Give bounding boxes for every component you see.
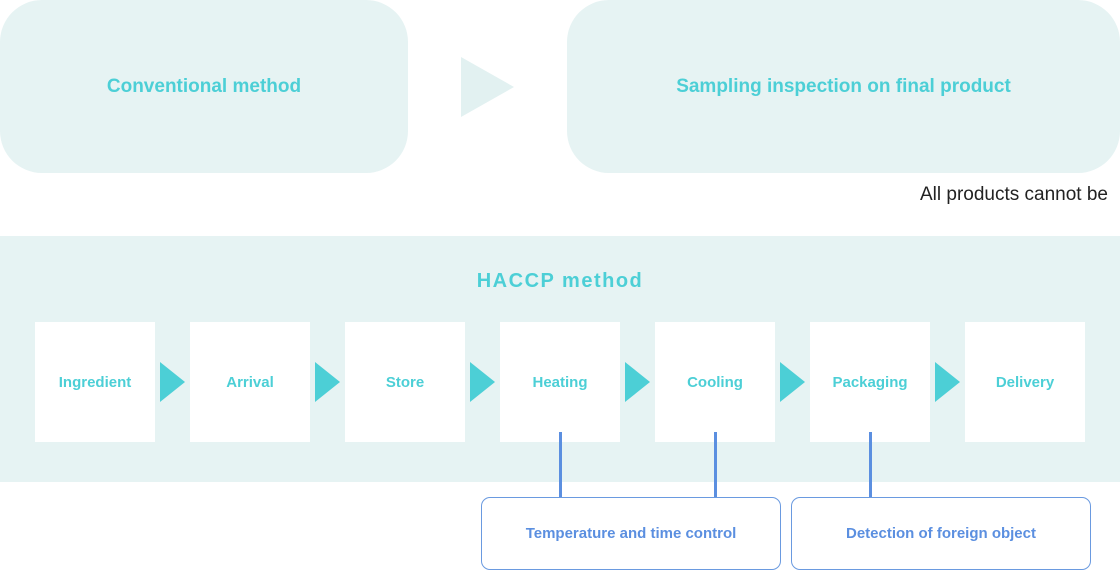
conventional-method-label: Conventional method <box>106 75 302 97</box>
step-label: Arrival <box>226 373 274 391</box>
haccp-title: HACCP method <box>476 270 644 292</box>
step-arrow-icon <box>160 362 185 402</box>
step-store: Store <box>345 322 465 442</box>
step-arrival: Arrival <box>190 322 310 442</box>
sampling-inspection-label: Sampling inspection on final product <box>676 75 1011 97</box>
step-arrow-icon <box>470 362 495 402</box>
step-cooling: Cooling <box>655 322 775 442</box>
step-arrow-icon <box>780 362 805 402</box>
step-label: Ingredient <box>58 373 132 391</box>
step-ingredient: Ingredient <box>35 322 155 442</box>
temperature-control-label: Temperature and time control <box>525 525 737 542</box>
sampling-inspection-box: Sampling inspection on final product <box>567 0 1120 173</box>
flow-arrow-icon <box>461 57 514 117</box>
step-label: Delivery <box>995 373 1055 391</box>
down-arrow-icon <box>864 432 876 512</box>
step-packaging: Packaging <box>810 322 930 442</box>
step-arrow-icon <box>935 362 960 402</box>
step-arrow-icon <box>625 362 650 402</box>
step-label: Cooling <box>687 373 743 391</box>
step-label: Store <box>385 373 425 391</box>
step-label: Heating <box>532 373 588 391</box>
temperature-control-box: Temperature and time control <box>481 497 781 570</box>
down-arrow-icon <box>554 432 566 512</box>
step-arrow-icon <box>315 362 340 402</box>
foreign-object-box: Detection of foreign object <box>791 497 1091 570</box>
foreign-object-label: Detection of foreign object <box>845 525 1036 542</box>
conventional-method-box: Conventional method <box>0 0 408 173</box>
step-heating: Heating <box>500 322 620 442</box>
sampling-note: All products cannot be <box>919 184 1108 205</box>
step-delivery: Delivery <box>965 322 1085 442</box>
step-label: Packaging <box>832 373 908 391</box>
down-arrow-icon <box>709 432 721 512</box>
